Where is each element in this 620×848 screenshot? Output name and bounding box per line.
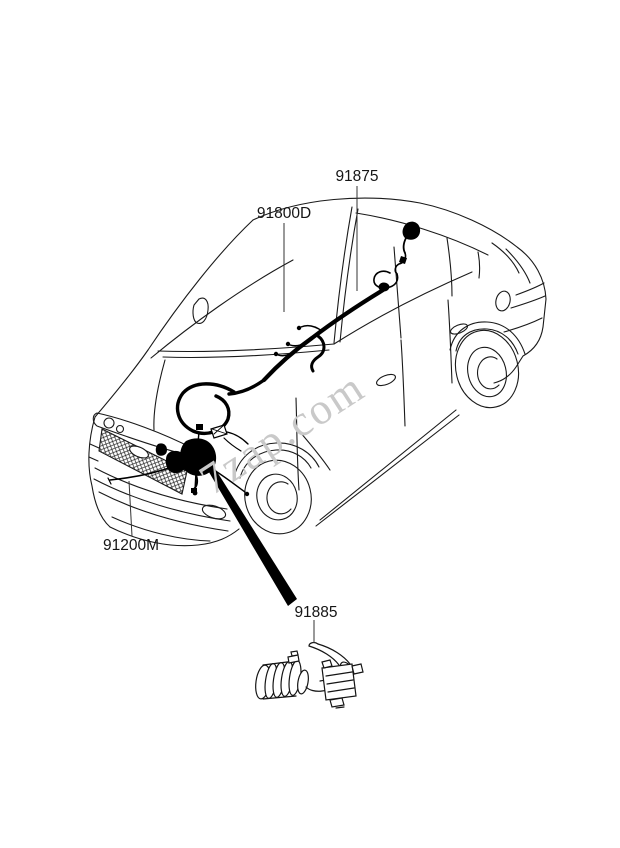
front-wheel: [244, 459, 312, 535]
rear-door-seam: [447, 299, 453, 384]
quarter-window-edge: [477, 251, 481, 279]
hood-edge: [94, 349, 149, 418]
pointer-arrow-91885: [203, 459, 297, 606]
callout-labels: 91875 91800D 91200M 91885: [103, 168, 379, 621]
engine-bay-left-edge: [153, 359, 166, 431]
blob-small: [155, 443, 167, 456]
fender-door-seam: [295, 397, 300, 491]
rear-wheel-arch: [449, 321, 526, 355]
fog-lamp: [201, 504, 227, 520]
a-pillar-near-inner: [339, 208, 359, 343]
rocker-outer: [319, 409, 457, 521]
far-beltline: [150, 259, 294, 359]
part-label-91885: 91885: [294, 604, 337, 621]
a-pillar-far: [147, 219, 254, 351]
car-illustration: [88, 197, 547, 547]
a-pillar-near-outer: [333, 206, 353, 344]
trunk-seam: [505, 248, 531, 284]
harness-clip: [399, 256, 407, 264]
boot-collar: [297, 669, 309, 695]
tail-lamp-line-1: [515, 282, 545, 296]
roof-harness: [370, 221, 421, 298]
tail-lamp-line-2: [510, 295, 546, 309]
rear-deck-line: [491, 242, 520, 274]
front-grille: [98, 428, 188, 495]
rear-wheel: [454, 329, 520, 409]
beltline-near: [333, 271, 473, 345]
front-door-handle: [376, 373, 396, 387]
part-label-91200M: 91200M: [103, 537, 159, 554]
roof-line: [252, 197, 421, 221]
leader-91200M: [128, 480, 133, 537]
cowl-line: [157, 343, 335, 353]
cowl-harness: [261, 287, 386, 383]
engine-bay-right-edge: [299, 431, 331, 471]
cowl-line-inner: [162, 349, 330, 359]
rear-bumper-seam: [503, 317, 543, 333]
roof-connector-blob: [402, 221, 421, 240]
main-run: [261, 287, 386, 383]
part-label-91875: 91875: [335, 168, 378, 185]
front-wheel-arch-inner: [239, 449, 312, 479]
brand-badge: [129, 445, 149, 459]
fuel-door: [495, 290, 511, 312]
front-face: [88, 416, 111, 528]
front-wheel-arch: [233, 442, 320, 478]
far-mirror: [192, 297, 209, 324]
part-label-91800D: 91800D: [257, 205, 311, 222]
bumper-bottom: [109, 526, 240, 547]
boot-bracket: [287, 650, 300, 664]
front-door-seam: [400, 339, 406, 427]
rear-wheel-arch-inner: [455, 328, 519, 355]
connector-tip: [191, 488, 197, 493]
harness-loop: [175, 382, 236, 436]
side-glass-top: [355, 212, 489, 256]
c-pillar: [446, 237, 453, 297]
callout-leader-lines: [128, 186, 358, 643]
rocker-inner: [315, 414, 460, 527]
b-pillar: [393, 246, 402, 339]
connector-mid: [196, 424, 203, 430]
rear-silhouette: [419, 202, 547, 384]
part-91885-illustration: [255, 641, 364, 709]
